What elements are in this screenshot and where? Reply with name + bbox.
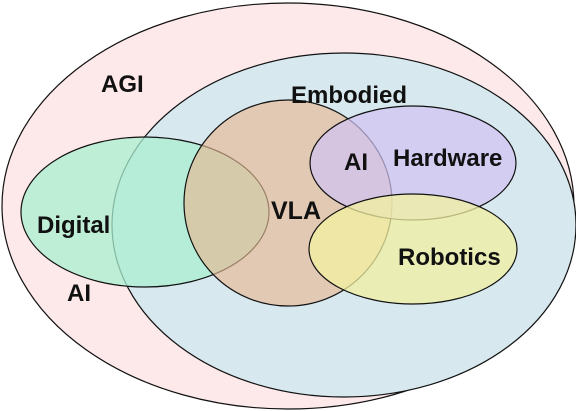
label-vla: VLA bbox=[271, 197, 321, 225]
label-embodied: Embodied bbox=[291, 82, 407, 109]
label-agi: AGI bbox=[101, 71, 144, 98]
label-ai: AI bbox=[344, 149, 368, 176]
label-digital: Digital bbox=[37, 212, 110, 239]
label-hardware: Hardware bbox=[393, 145, 502, 172]
label-robotics: Robotics bbox=[398, 244, 501, 271]
robotics-region bbox=[308, 193, 518, 305]
label-digital-ai: AI bbox=[67, 280, 91, 307]
